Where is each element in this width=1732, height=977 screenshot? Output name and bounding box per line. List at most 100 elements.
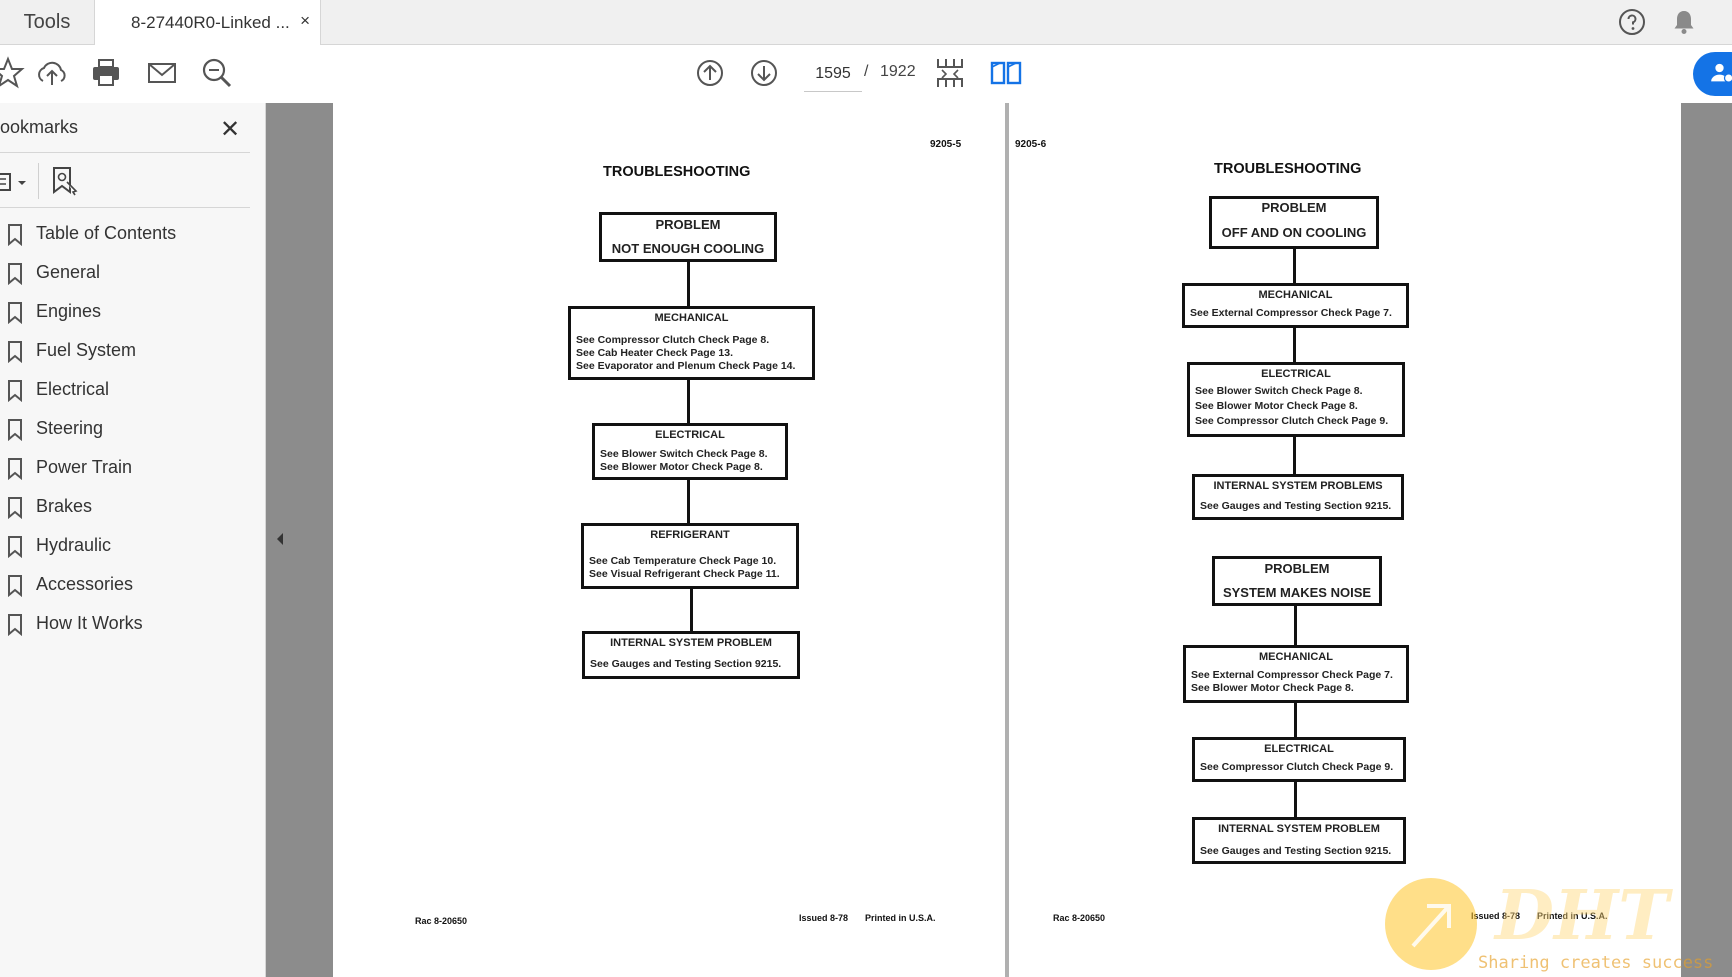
page-total: 1922 [880,63,916,80]
tab-document[interactable]: 8-27440R0-Linked ... × [94,0,321,45]
bookmark-brakes[interactable]: Brakes [0,487,250,526]
box-heading: INTERNAL SYSTEM PROBLEM [1218,823,1380,835]
page-right: 9205-6 TROUBLESHOOTING PROBLEM OFF AND O… [1009,103,1681,977]
connector [687,380,690,427]
internal-system-box: INTERNAL SYSTEM PROBLEM See Gauges and T… [1192,817,1406,864]
page-up-icon[interactable] [692,55,728,91]
box-heading: ELECTRICAL [655,429,725,441]
problem-box: PROBLEM NOT ENOUGH COOLING [599,212,777,262]
footer-left: Rac 8-20650 [415,916,468,926]
collapse-panel-icon[interactable] [274,531,286,547]
watermark-logo: DHT [1495,876,1669,956]
box-line: See Gauges and Testing Section 9215. [1200,500,1392,512]
bookmark-icon [8,614,22,636]
box-line: See Blower Motor Check Page 8. [600,461,763,473]
problem-heading: PROBLEM [1264,561,1330,576]
page-number-input[interactable] [804,57,862,92]
bookmark-steering[interactable]: Steering [0,409,250,448]
share-button[interactable] [1693,52,1732,96]
connector [687,262,690,309]
bookmark-fuel-system[interactable]: Fuel System [0,331,250,370]
connector [1293,328,1296,366]
page-gap [1005,103,1009,977]
mechanical-box: MECHANICAL See External Compressor Check… [1182,283,1409,328]
footer-issued: Issued 8-78 [1471,911,1521,921]
bookmark-table-of-contents[interactable]: Table of Contents [0,214,250,253]
zoom-search-icon[interactable] [199,55,235,91]
bookmark-how-it-works[interactable]: How It Works [0,604,250,643]
box-line: See Compressor Clutch Check Page 9. [1200,761,1394,773]
bookmark-label: Fuel System [36,340,137,360]
divider [0,207,250,208]
page-down-icon[interactable] [746,55,782,91]
box-line: See Cab Heater Check Page 13. [576,347,733,359]
problem-heading: PROBLEM [1261,200,1327,215]
connector [1293,437,1296,478]
two-page-view-icon[interactable] [988,55,1024,91]
bookmark-icon [8,497,22,519]
page-separator: / [864,63,869,80]
connector [1294,606,1297,649]
page-number: 9205-5 [930,139,962,150]
connector [690,589,693,634]
bookmark-label: Engines [36,301,102,321]
bookmark-icon [8,263,22,285]
box-line: See Blower Switch Check Page 8. [600,448,768,460]
problem-text: OFF AND ON COOLING [1221,225,1367,240]
star-icon[interactable] [0,55,26,91]
watermark-arrow-icon [1385,878,1477,970]
bookmark-label: How It Works [36,613,143,633]
box-line: See External Compressor Check Page 7. [1190,307,1392,319]
bookmark-label: Hydraulic [36,535,112,555]
box-heading: MECHANICAL [654,312,729,324]
box-line: See Blower Motor Check Page 8. [1195,400,1358,412]
box-line: See Blower Switch Check Page 8. [1195,385,1363,397]
bookmark-power-train[interactable]: Power Train [0,448,250,487]
bell-icon[interactable] [1670,8,1698,36]
bookmark-label: Brakes [36,496,93,516]
page-title: TROUBLESHOOTING [1214,161,1362,177]
box-line: See Blower Motor Check Page 8. [1191,682,1354,694]
document-viewer[interactable]: 9205-5 TROUBLESHOOTING PROBLEM NOT ENOUG… [266,103,1732,977]
internal-system-box: INTERNAL SYSTEM PROBLEMS See Gauges and … [1192,474,1404,520]
box-line: See Visual Refrigerant Check Page 11. [589,568,780,580]
upload-icon[interactable] [34,55,70,91]
close-bookmarks-icon[interactable]: ✕ [220,116,241,143]
box-line: See Compressor Clutch Check Page 9. [1195,415,1389,427]
bookmark-general[interactable]: General [0,253,250,292]
box-line: See External Compressor Check Page 7. [1191,669,1393,681]
help-icon[interactable] [1618,8,1646,36]
connector [687,480,690,527]
tab-close-icon[interactable]: × [300,11,310,30]
divider [38,163,39,199]
bookmark-engines[interactable]: Engines [0,292,250,331]
box-line: See Cab Temperature Check Page 10. [589,555,777,567]
bookmark-accessories[interactable]: Accessories [0,565,250,604]
new-bookmark-icon[interactable] [50,165,80,197]
bookmark-icon [8,536,22,558]
divider [0,152,250,153]
print-icon[interactable] [88,55,124,91]
box-heading: MECHANICAL [1259,651,1333,663]
bookmark-electrical[interactable]: Electrical [0,370,250,409]
bookmark-options-icon[interactable] [0,166,30,198]
page-title: TROUBLESHOOTING [603,164,751,180]
bookmark-icon [8,302,22,324]
internal-system-box: INTERNAL SYSTEM PROBLEM See Gauges and T… [582,631,800,679]
tab-bar: Tools 8-27440R0-Linked ... × [0,0,1732,45]
tab-document-label: 8-27440R0-Linked ... [131,12,290,32]
box-line: See Evaporator and Plenum Check Page 14. [576,360,796,372]
box-heading: INTERNAL SYSTEM PROBLEMS [1213,480,1383,492]
tab-tools[interactable]: Tools [23,10,71,33]
refrigerant-box: REFRIGERANT See Cab Temperature Check Pa… [581,523,799,589]
problem-box: PROBLEM SYSTEM MAKES NOISE [1212,556,1382,606]
mail-icon[interactable] [144,55,180,91]
page-number: 9205-6 [1015,139,1047,150]
bookmark-icon [8,341,22,363]
bookmark-icon [8,380,22,402]
box-heading: REFRIGERANT [650,529,730,541]
scroll-mode-icon[interactable] [932,55,968,91]
footer-printed: Printed in U.S.A. [865,913,936,923]
footer-issued: Issued 8-78 [799,913,849,923]
bookmark-hydraulic[interactable]: Hydraulic [0,526,250,565]
